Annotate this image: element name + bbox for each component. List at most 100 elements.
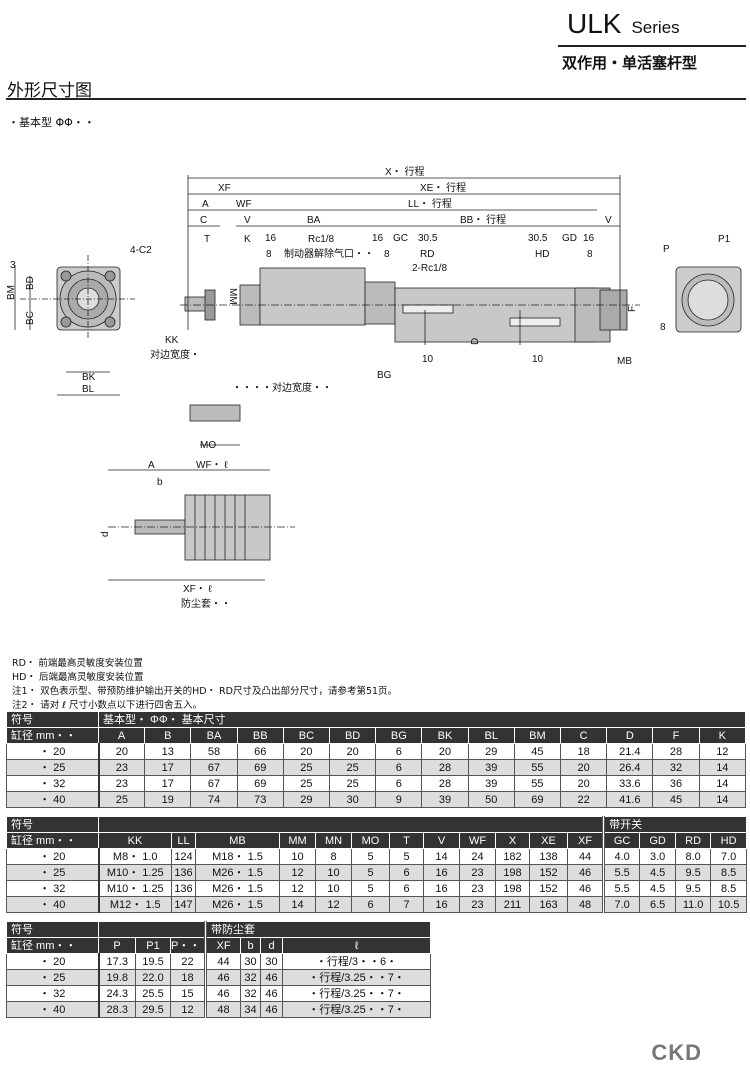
subtitle: 双作用・单活塞杆型 bbox=[562, 54, 698, 72]
bore-cell: ・ 20 bbox=[6, 953, 100, 970]
symbol-header: 符号 bbox=[6, 816, 99, 833]
dim-16: 16 bbox=[583, 233, 595, 244]
column-header: K bbox=[698, 727, 747, 744]
dim-bk: BK bbox=[82, 372, 96, 383]
table-cell: 12 bbox=[315, 896, 352, 913]
table-cell: 74 bbox=[190, 791, 238, 808]
dim-8: 8 bbox=[384, 249, 390, 260]
column-header: MM bbox=[279, 832, 316, 849]
dim-10: 10 bbox=[422, 354, 434, 365]
column-header: MN bbox=[315, 832, 352, 849]
dim-bb: BB・ 行程 bbox=[460, 213, 506, 226]
table-cell: 20 bbox=[421, 743, 469, 760]
dim-v2: V bbox=[605, 215, 612, 226]
table-cell: ・行程/3.25・・7・ bbox=[282, 969, 432, 986]
table-cell: 39 bbox=[467, 759, 515, 776]
table-cell: 9.5 bbox=[675, 880, 712, 897]
table-cell: 25 bbox=[329, 775, 377, 792]
table-cell: 5 bbox=[351, 880, 390, 897]
column-header: F bbox=[652, 727, 700, 744]
dim-bd: BD bbox=[25, 276, 36, 290]
table-cell: 45 bbox=[652, 791, 700, 808]
table-cell: 46 bbox=[204, 985, 242, 1002]
with-switch-header: 带开关 bbox=[602, 816, 748, 833]
table-cell: 13 bbox=[144, 743, 192, 760]
column-header: BB bbox=[236, 727, 284, 744]
table-cell: ・行程/3.25・・7・ bbox=[282, 985, 432, 1002]
table-cell: 24.3 bbox=[98, 985, 136, 1002]
table-cell: 6 bbox=[375, 743, 423, 760]
table-cell: ・行程/3・・6・ bbox=[282, 953, 432, 970]
bore-cell: ・ 25 bbox=[6, 759, 100, 776]
table-cell: 5 bbox=[351, 864, 390, 881]
table-cell: 182 bbox=[495, 848, 530, 865]
table-cell: 6 bbox=[351, 896, 390, 913]
table-cell: 14 bbox=[698, 759, 747, 776]
table-cell: 46 bbox=[566, 864, 605, 881]
table-cell: 4.5 bbox=[639, 864, 677, 881]
table-cell: 7.0 bbox=[602, 896, 641, 913]
table-cell: 7.0 bbox=[710, 848, 748, 865]
table-cell: 211 bbox=[495, 896, 530, 913]
table-cell: 19.5 bbox=[135, 953, 171, 970]
table-cell: 73 bbox=[236, 791, 284, 808]
table-cell: 10 bbox=[279, 848, 316, 865]
table-cell: 28 bbox=[421, 759, 469, 776]
table-cell: 12 bbox=[698, 743, 747, 760]
table-cell: 198 bbox=[495, 880, 530, 897]
column-header: KK bbox=[98, 832, 172, 849]
dim-8: 8 bbox=[587, 249, 593, 260]
note-hd: HD・ 后端最高灵敏度安装位置 bbox=[12, 672, 144, 683]
with-boot-header: 带防尘套 bbox=[204, 921, 432, 938]
table-cell: 29.5 bbox=[135, 1001, 171, 1018]
table-cell: 152 bbox=[529, 864, 568, 881]
table-cell: 39 bbox=[421, 791, 469, 808]
dim-xe: XE・ 行程 bbox=[420, 181, 466, 194]
divider bbox=[558, 45, 746, 47]
table-cell: 32 bbox=[240, 969, 262, 986]
table-cell: 55 bbox=[513, 775, 562, 792]
table-cell: M12・ 1.5 bbox=[98, 896, 172, 913]
table-cell: 23 bbox=[459, 880, 496, 897]
column-header: BA bbox=[190, 727, 238, 744]
table-cell: 5 bbox=[389, 848, 424, 865]
table-cell: 22.0 bbox=[135, 969, 171, 986]
table-cell: 25 bbox=[329, 759, 377, 776]
table-cell: ・行程/3.25・・7・ bbox=[282, 1001, 432, 1018]
bore-cell: ・ 25 bbox=[6, 864, 100, 881]
dim-mb: MB bbox=[617, 356, 632, 367]
dim-30-5: 30.5 bbox=[418, 233, 438, 244]
table-cell: 28 bbox=[652, 743, 700, 760]
table-cell: 58 bbox=[190, 743, 238, 760]
column-header: D bbox=[606, 727, 654, 744]
dim-hd: HD bbox=[535, 249, 549, 260]
table-cell: 6 bbox=[375, 759, 423, 776]
dim-x: X・ 行程 bbox=[385, 165, 424, 178]
table-cell: 17 bbox=[144, 759, 192, 776]
table-cell: 163 bbox=[529, 896, 568, 913]
dim-k: K bbox=[244, 234, 251, 245]
table-cell: 12 bbox=[169, 1001, 207, 1018]
table-cell: 152 bbox=[529, 880, 568, 897]
column-header: P・・・ bbox=[169, 937, 207, 954]
table-cell: 20 bbox=[560, 759, 608, 776]
note-2: 注2・ 请对 ℓ 尺寸小数点以下进行四舍五入。 bbox=[12, 700, 203, 711]
table-cell: 25 bbox=[97, 791, 146, 808]
table-cell: 14 bbox=[698, 775, 747, 792]
table-cell: 16 bbox=[423, 864, 460, 881]
table-cell: 19.8 bbox=[98, 969, 136, 986]
table-cell: 5.5 bbox=[602, 864, 641, 881]
column-header: WF bbox=[459, 832, 496, 849]
column-header: HD bbox=[710, 832, 748, 849]
table-cell: 16 bbox=[423, 880, 460, 897]
series-name: ULK bbox=[567, 8, 622, 39]
table-cell: 67 bbox=[190, 759, 238, 776]
table-cell: 32 bbox=[240, 985, 262, 1002]
blank-header bbox=[97, 816, 605, 833]
